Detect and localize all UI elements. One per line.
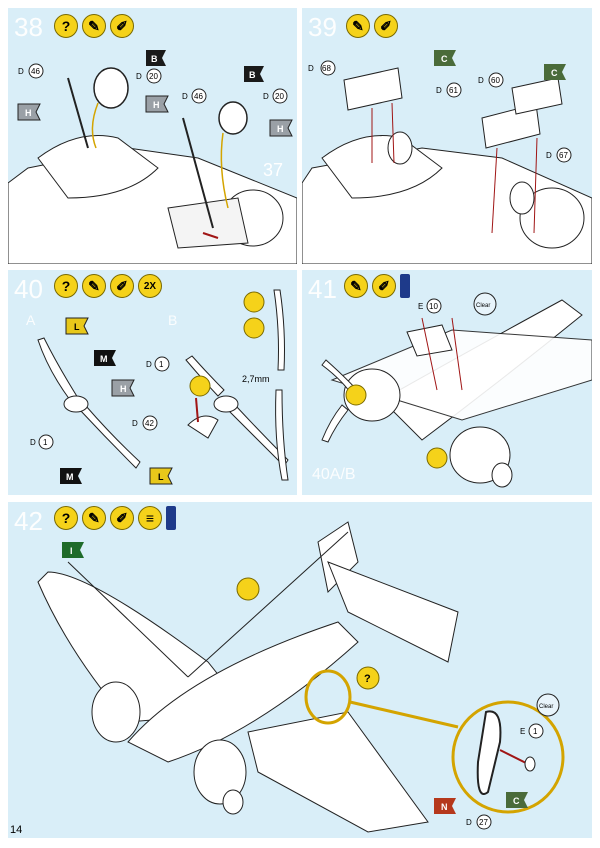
flag-n: N — [441, 802, 448, 812]
step-42-diagram: E 1 Clear D 27 C I N ? — [37, 521, 565, 833]
flag-h-2: H — [153, 100, 160, 110]
glue-icon: ✎ — [344, 274, 368, 298]
glue-icon: ✎ — [82, 506, 106, 530]
variant-a-label: A — [26, 312, 36, 328]
part-d46: 46 — [31, 67, 40, 76]
part-d20-b: 20 — [275, 92, 284, 101]
glue-icon: ✎ — [346, 14, 370, 38]
paint-pot-icon — [166, 506, 176, 530]
paint-brush-icon: ✐ — [110, 274, 134, 298]
part-e10: 10 — [429, 302, 438, 311]
svg-text:D: D — [478, 76, 484, 85]
glue-icon — [243, 317, 265, 339]
step-40-panel: 40 ? ✎ ✐ 2X A B 2,7mm D 1 D 42 D 1 L M — [8, 270, 297, 495]
flag-h-3: H — [277, 124, 284, 134]
part-e1: 1 — [533, 727, 538, 736]
sub-reference: 40A/B — [312, 466, 356, 483]
glue-icon — [426, 447, 448, 469]
step-38-panel: 38 ? ✎ ✐ D 46 D 20 D 46 D 20 — [8, 8, 297, 264]
step-icons: ✎ ✐ — [344, 274, 410, 298]
glue-icon — [345, 384, 367, 406]
page-number: 14 — [10, 824, 23, 836]
flag-l-2: L — [158, 472, 164, 482]
paint-brush-icon: ✐ — [110, 14, 134, 38]
flag-i: I — [70, 546, 73, 556]
flag-m-2: M — [66, 472, 74, 482]
clear-badge: Clear — [476, 303, 490, 309]
step-icons: ? ✎ ✐ ≡ — [54, 506, 176, 530]
flag-c: C — [513, 796, 520, 806]
flag-c-2: C — [551, 68, 558, 78]
rotate-icon — [243, 291, 265, 313]
variant-b-label: B — [168, 312, 178, 328]
flag-m: M — [100, 354, 108, 364]
step-number: 39 — [308, 12, 337, 42]
part-d67: 67 — [559, 151, 568, 160]
part-d42: 42 — [145, 419, 154, 428]
svg-text:D: D — [308, 64, 314, 73]
multiplier-badge: 2X — [138, 274, 162, 298]
flag-l: L — [74, 322, 80, 332]
svg-text:D: D — [546, 151, 552, 160]
glue-icon: ✎ — [82, 274, 106, 298]
part-prefix: D — [18, 67, 24, 76]
flag-h: H — [120, 384, 127, 394]
question-icon: ? — [54, 274, 78, 298]
part-d27: 27 — [479, 818, 488, 827]
part-d68: 68 — [322, 64, 331, 73]
decal-icon — [236, 577, 260, 601]
svg-text:D: D — [466, 818, 472, 827]
part-d20: 20 — [149, 72, 158, 81]
svg-text:D: D — [136, 72, 142, 81]
clear-badge: Clear — [539, 704, 553, 710]
glue-icon — [189, 375, 211, 397]
step-number: 40 — [14, 274, 43, 304]
flag-b: B — [151, 54, 158, 64]
step-number: 38 — [14, 12, 43, 42]
paint-pot-icon — [400, 274, 410, 298]
paint-brush-icon: ✐ — [374, 14, 398, 38]
step-icons: ? ✎ ✐ — [54, 14, 134, 38]
part-d1: 1 — [159, 360, 164, 369]
svg-text:D: D — [132, 419, 138, 428]
flag-h: H — [25, 108, 32, 118]
svg-text:D: D — [146, 360, 152, 369]
flag-b-2: B — [249, 70, 256, 80]
flag-c: C — [441, 54, 448, 64]
svg-text:E: E — [418, 302, 423, 311]
question-icon — [356, 666, 380, 690]
question-icon: ? — [54, 14, 78, 38]
step-38-diagram: D 46 D 20 D 46 D 20 B B H H H 37 — [8, 50, 297, 264]
step-39-panel: 39 ✎ ✐ D 68 D 61 D 60 D 67 C C — [302, 8, 592, 264]
part-d1-b: 1 — [43, 438, 48, 447]
svg-text:D: D — [30, 438, 36, 447]
svg-text:?: ? — [364, 673, 371, 685]
step-42-panel: 42 ? ✎ ✐ ≡ E 1 Clear D — [8, 502, 592, 838]
measure-label: 2,7mm — [242, 374, 270, 384]
question-icon: ? — [54, 506, 78, 530]
ghost-step: 37 — [263, 160, 283, 180]
step-39-diagram: D 68 D 61 D 60 D 67 C C — [302, 50, 592, 264]
step-41-panel: 41 ✎ ✐ 40A/B E 10 Clear — [302, 270, 592, 495]
svg-text:E: E — [520, 727, 525, 736]
svg-text:D: D — [436, 86, 442, 95]
decal-icon: ≡ — [138, 506, 162, 530]
step-icons: ✎ ✐ — [346, 14, 398, 38]
glue-icon: ✎ — [82, 14, 106, 38]
part-d46-b: 46 — [194, 92, 203, 101]
svg-text:D: D — [182, 92, 188, 101]
svg-text:D: D — [263, 92, 269, 101]
paint-brush-icon: ✐ — [110, 506, 134, 530]
step-40-diagram: 2,7mm D 1 D 42 D 1 L M H M L — [30, 289, 289, 485]
step-number: 42 — [14, 506, 43, 536]
paint-brush-icon: ✐ — [372, 274, 396, 298]
step-number: 41 — [308, 274, 337, 304]
step-icons: ? ✎ ✐ 2X — [54, 274, 162, 298]
step-41-diagram: E 10 Clear — [321, 292, 592, 488]
part-d60: 60 — [491, 76, 500, 85]
part-d61: 61 — [449, 86, 458, 95]
